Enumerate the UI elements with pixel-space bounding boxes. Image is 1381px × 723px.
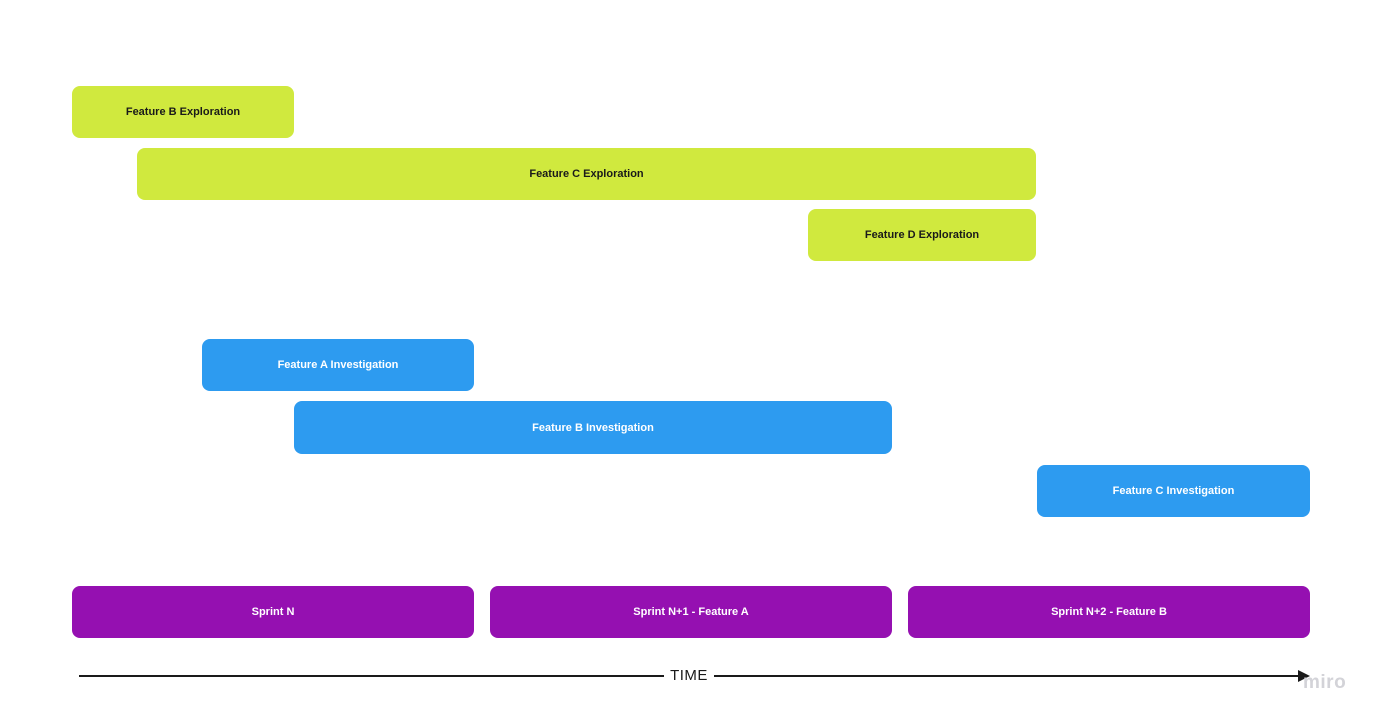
- miro-logo: miro: [1303, 672, 1347, 693]
- bar-label: Feature D Exploration: [864, 229, 980, 241]
- feature-b-exploration-bar[interactable]: Feature B Exploration: [72, 86, 294, 138]
- feature-d-exploration-bar[interactable]: Feature D Exploration: [808, 209, 1036, 261]
- bar-label: Feature C Exploration: [529, 168, 644, 180]
- bar-label: Sprint N+2 - Feature B: [1051, 606, 1167, 618]
- feature-c-exploration-bar[interactable]: Feature C Exploration: [137, 148, 1036, 200]
- sprint-n-bar[interactable]: Sprint N: [72, 586, 474, 638]
- bar-label: Sprint N: [251, 606, 295, 618]
- feature-a-investigation-bar[interactable]: Feature A Investigation: [202, 339, 474, 391]
- sprint-n-plus-1-bar[interactable]: Sprint N+1 - Feature A: [490, 586, 892, 638]
- bar-label: Feature B Investigation: [532, 421, 654, 434]
- bar-label: Feature A Investigation: [277, 359, 399, 371]
- timeline-label: TIME: [664, 665, 714, 685]
- feature-c-investigation-bar[interactable]: Feature C Investigation: [1037, 465, 1310, 517]
- bar-label: Sprint N+1 - Feature A: [633, 606, 749, 618]
- feature-b-investigation-bar[interactable]: Feature B Investigation: [294, 401, 892, 454]
- sprint-n-plus-2-bar[interactable]: Sprint N+2 - Feature B: [908, 586, 1310, 638]
- bar-label: Feature C Investigation: [1112, 485, 1235, 497]
- bar-label: Feature B Exploration: [125, 106, 241, 118]
